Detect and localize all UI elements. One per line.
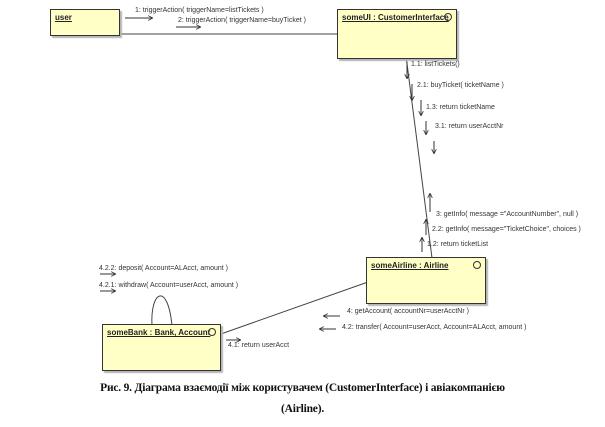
object-user[interactable]: user — [50, 9, 120, 36]
message-label: 4.2.1: withdraw( Account=userAcct, amoun… — [99, 282, 239, 289]
message-label: 2: triggerAction( triggerName=buyTicket … — [178, 17, 306, 24]
object-someairline-label: someAirline : Airline — [371, 261, 449, 270]
message-label: 2.2: getInfo( message="TicketChoice", ch… — [432, 226, 581, 233]
link-bank-self — [151, 295, 173, 327]
link-ui-airline — [404, 47, 433, 259]
caption-line-2: (Airline). — [280, 403, 325, 415]
message-label: 4.2: transfer( Account=userAcct, Account… — [342, 324, 527, 331]
object-user-label: user — [55, 13, 72, 22]
object-someairline[interactable]: someAirline : Airline — [366, 257, 486, 304]
message-label: 4: getAccount( accountNr=userAcctNr ) — [347, 308, 469, 315]
message-label: 1.3: return ticketName — [426, 104, 495, 111]
object-someui-label: someUI : CustomerInterface — [342, 13, 449, 22]
object-someui[interactable]: someUI : CustomerInterface — [337, 9, 457, 59]
message-label: 4.2.2: deposit( Account=ALAcct, amount ) — [99, 265, 228, 272]
message-label: 3: getInfo( message ="AccountNumber", nu… — [436, 211, 579, 218]
interface-icon — [444, 13, 452, 21]
message-label: 1.2: return ticketList — [427, 241, 489, 248]
caption-line-1: Рис. 9. Діаграма взаємодії між користува… — [100, 382, 505, 394]
message-label: 1: triggerAction( triggerName=listTicket… — [135, 7, 264, 14]
message-label: 1.1: listTickets() — [411, 61, 460, 68]
figure-caption: Рис. 9. Діаграма взаємодії між користува… — [0, 382, 605, 415]
object-somebank[interactable]: someBank : Bank, Account — [102, 324, 221, 371]
message-label: 4.1: return userAcct — [228, 342, 290, 349]
message-label: 3.1: return userAcctNr — [435, 123, 504, 130]
entity-icon — [208, 328, 216, 336]
object-somebank-label: someBank : Bank, Account — [107, 328, 211, 337]
link-airline-bank — [217, 281, 369, 336]
message-label: 2.1: buyTicket( ticketName ) — [417, 82, 504, 89]
entity-icon — [473, 261, 481, 269]
